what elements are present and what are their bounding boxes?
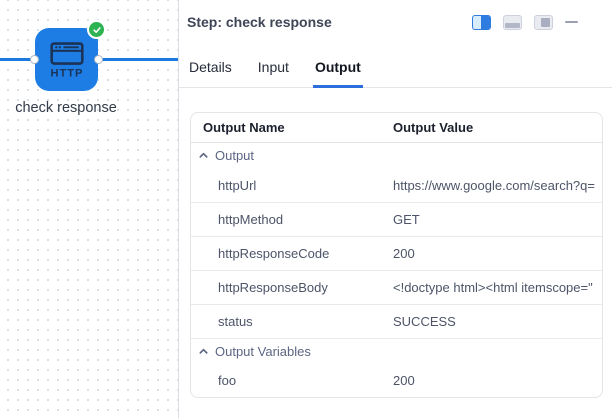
step-detail-panel: Step: check response Details Input Outpu… <box>178 0 612 418</box>
workflow-canvas[interactable]: HTTP check response <box>0 0 178 418</box>
right-panel-icon[interactable] <box>534 14 553 30</box>
check-icon <box>92 26 101 33</box>
group-label: Output <box>215 148 255 163</box>
output-name: foo <box>218 372 237 388</box>
output-port[interactable] <box>94 55 103 64</box>
minimize-icon[interactable] <box>565 20 578 24</box>
http-browser-icon: HTTP <box>49 41 84 79</box>
chevron-up-icon <box>197 150 209 162</box>
output-value: https://www.google.com/search?q= <box>393 177 595 193</box>
table-row: httpMethod GET <box>191 202 602 236</box>
panel-header: Step: check response <box>179 0 612 44</box>
column-header-output-value: Output Value <box>393 120 474 135</box>
table-row: status SUCCESS <box>191 304 602 338</box>
outgoing-connector-line <box>97 58 178 61</box>
output-name: httpMethod <box>218 212 284 227</box>
tab-input[interactable]: Input <box>257 59 289 75</box>
node-label: check response <box>15 100 117 116</box>
tab-details[interactable]: Details <box>189 59 232 75</box>
table-row: foo 200 <box>191 363 602 397</box>
panel-view-controls <box>472 14 578 30</box>
input-port[interactable] <box>30 55 39 64</box>
table-row: httpResponseBody <!doctype html><html it… <box>191 270 602 304</box>
column-header-output-name: Output Name <box>203 120 285 135</box>
group-row-output[interactable]: Output <box>191 143 602 168</box>
output-value: 200 <box>393 246 415 261</box>
node-type-label: HTTP <box>50 67 83 79</box>
panel-title: Step: check response <box>187 14 332 30</box>
group-label: Output Variables <box>215 343 311 359</box>
tab-bar: Details Input Output <box>179 44 612 88</box>
tab-output[interactable]: Output <box>312 44 363 88</box>
output-value: GET <box>393 212 420 227</box>
output-value: 200 <box>393 372 415 388</box>
chevron-up-icon <box>197 345 209 357</box>
split-view-icon[interactable] <box>472 14 491 30</box>
table-row: httpResponseCode 200 <box>191 236 602 270</box>
output-name: status <box>218 314 253 329</box>
output-table: Output Name Output Value Output httpUrl … <box>190 112 603 398</box>
bottom-panel-icon[interactable] <box>503 14 522 30</box>
output-value: <!doctype html><html itemscope=" <box>393 280 593 295</box>
output-name: httpResponseBody <box>218 280 328 295</box>
http-step-node[interactable]: HTTP <box>30 20 106 91</box>
incoming-connector-line <box>0 58 36 61</box>
table-row: httpUrl https://www.google.com/search?q= <box>191 168 602 202</box>
table-header-row: Output Name Output Value <box>191 113 602 143</box>
output-name: httpUrl <box>218 177 257 193</box>
group-row-output-variables[interactable]: Output Variables <box>191 338 602 363</box>
output-name: httpResponseCode <box>218 246 330 261</box>
output-value: SUCCESS <box>393 314 456 329</box>
success-check-badge <box>87 20 106 39</box>
